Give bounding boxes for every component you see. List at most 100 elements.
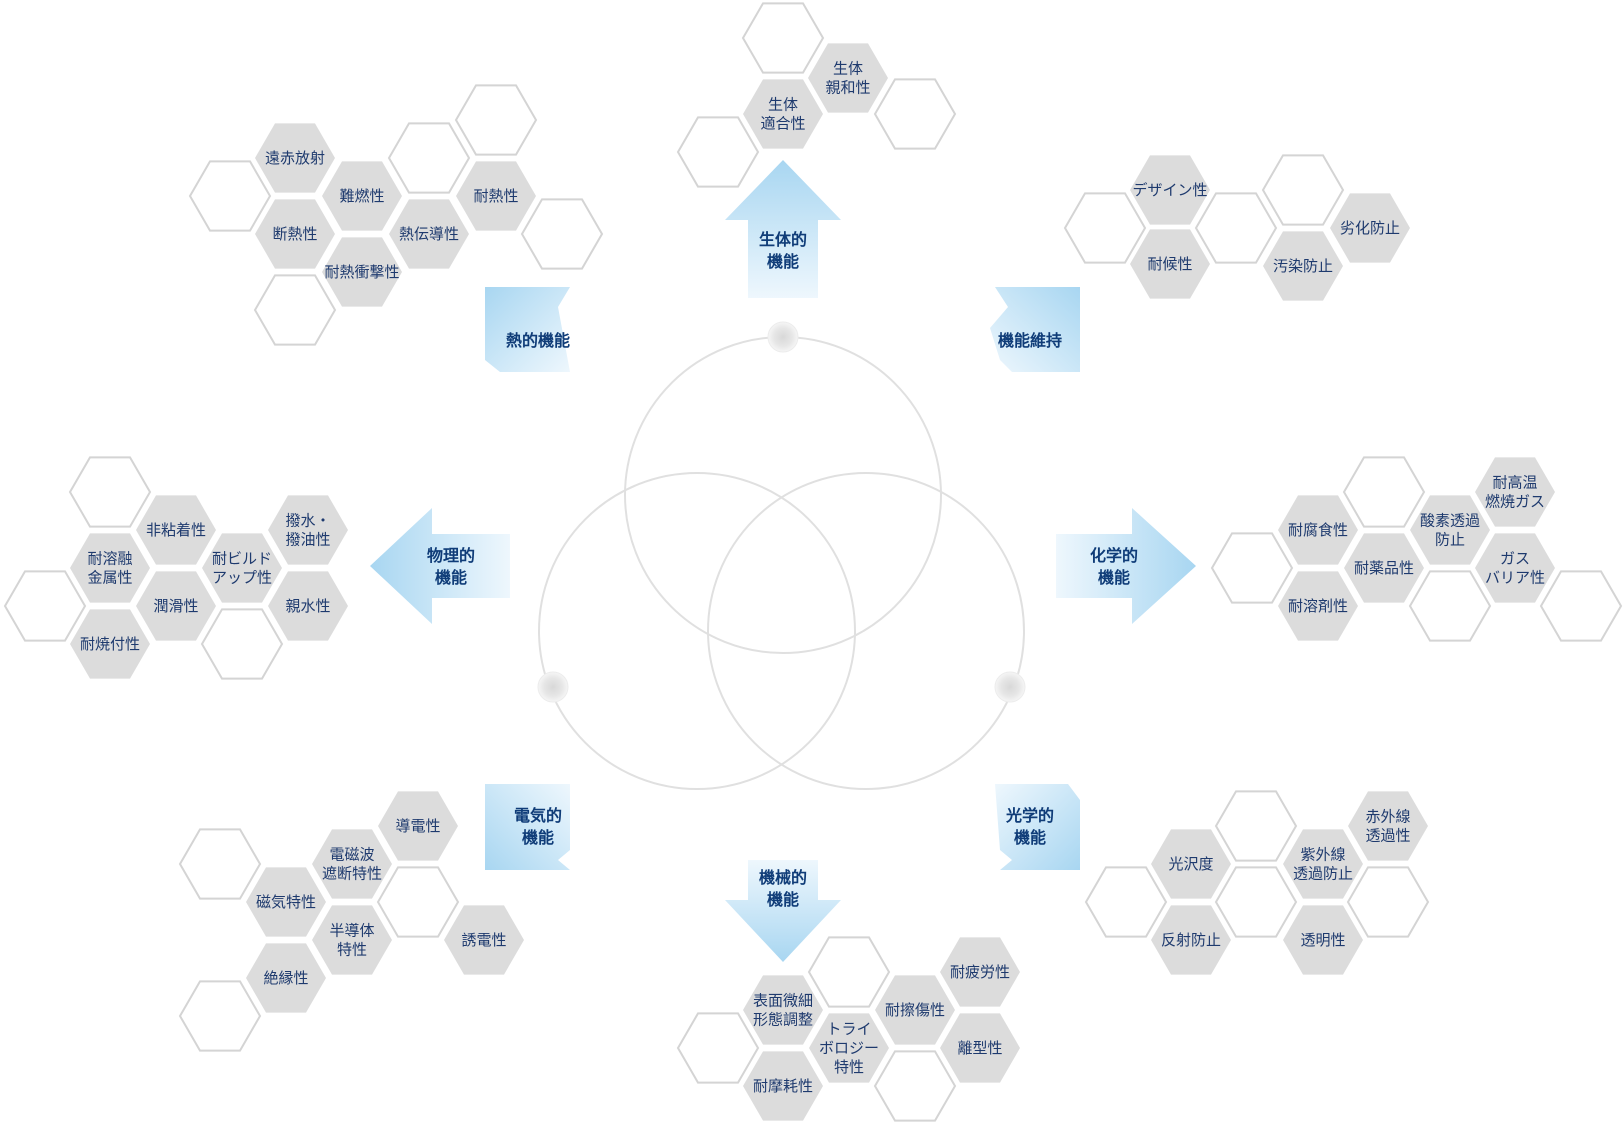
venn-circle-left [538, 472, 856, 790]
property-hexagon-th-6: 耐熱衝撃性 [322, 237, 402, 307]
hexagon-shape [322, 161, 402, 231]
hexagon-shape [268, 571, 348, 641]
property-label: 酸素透過 [1420, 512, 1480, 530]
property-label: 防止 [1435, 531, 1465, 549]
property-label: バリア性 [1485, 569, 1545, 587]
empty-hexagon [178, 828, 262, 900]
property-label: 光沢度 [1168, 855, 1213, 873]
hexagon-shape [1130, 155, 1210, 225]
hexagon-shape [1475, 457, 1555, 527]
property-label: 赤外線 [1365, 808, 1410, 826]
hexagon-shape [1151, 905, 1231, 975]
empty-hexagon [3, 570, 87, 642]
hexagon-clusters: 生体親和性生体適合性遠赤放射難燃性断熱性熱伝導性耐熱性耐熱衝撃性デザイン性耐候性… [3, 2, 1623, 1122]
empty-hexagon [1214, 790, 1298, 862]
hexagon-shape [1283, 905, 1363, 975]
category-label-thermal: 熱的機能 [506, 331, 570, 350]
property-label: 耐溶融 [87, 550, 132, 568]
venn-circles [537, 321, 1026, 790]
property-label: 撥油性 [285, 531, 330, 549]
property-label: 親水性 [285, 597, 330, 615]
empty-hexagon [873, 78, 957, 150]
hexagon-shape [1278, 571, 1358, 641]
arrow-ul-thermal [485, 287, 570, 372]
hexagon-shape [456, 161, 536, 231]
hexagon-shape [1410, 495, 1490, 565]
property-label: 耐候性 [1147, 255, 1192, 273]
hexagon-shape [743, 1051, 823, 1121]
empty-hexagon [1063, 192, 1147, 264]
hexagon-shape [1348, 791, 1428, 861]
property-hexagon-ch-3: 耐腐食性 [1278, 495, 1358, 565]
arrow-dr-optical [995, 784, 1080, 870]
property-label: 金属性 [87, 569, 132, 587]
hexagon-shape [1263, 231, 1343, 301]
property-label: 耐腐食性 [1288, 521, 1348, 539]
hexagon-shape [940, 937, 1020, 1007]
empty-hexagon [1084, 866, 1168, 938]
category-arrows [370, 160, 1196, 962]
property-label: 難燃性 [339, 187, 384, 205]
property-hexagon-mt-2: 耐候性 [1130, 229, 1210, 299]
empty-hexagon [807, 936, 891, 1008]
category-label-physical: 物理的 [427, 546, 475, 565]
category-label-physical: 機能 [435, 568, 467, 587]
hexagon-shape [1344, 533, 1424, 603]
empty-hexagon [253, 274, 337, 346]
hexagon-shape [875, 975, 955, 1045]
property-label: 耐溶剤性 [1288, 597, 1348, 615]
hexagon-shape [1283, 829, 1363, 899]
property-label: 特性 [834, 1058, 864, 1076]
hexagon-shape [322, 237, 402, 307]
property-label: 絶縁性 [263, 969, 308, 987]
property-label: 非粘着性 [146, 521, 206, 539]
empty-hexagon [178, 980, 262, 1052]
hexagon-shape [1278, 495, 1358, 565]
property-label: 特性 [337, 941, 367, 959]
property-hexagon-me-3: 耐擦傷性 [875, 975, 955, 1045]
arrow-left-physical [370, 508, 510, 624]
property-label: 劣化防止 [1340, 219, 1400, 237]
property-label: 透過防止 [1293, 865, 1353, 883]
empty-hexagon [1261, 154, 1345, 226]
property-hexagon-el-3: 磁気特性 [246, 867, 326, 937]
property-hexagon-el-1: 導電性 [378, 791, 458, 861]
property-label: 透過性 [1365, 827, 1410, 845]
hexagon-shape [70, 533, 150, 603]
empty-hexagon [1346, 866, 1430, 938]
property-label: 遠赤放射 [265, 149, 325, 167]
property-label: 生体 [833, 60, 863, 78]
property-label: 燃焼ガス [1485, 493, 1545, 511]
property-hexagon-th-2: 難燃性 [322, 161, 402, 231]
venn-knob-right [994, 671, 1026, 703]
property-hexagon-ph-6: 親水性 [268, 571, 348, 641]
property-label: 透明性 [1300, 931, 1345, 949]
property-hexagon-ch-6: 耐溶剤性 [1278, 571, 1358, 641]
property-label: トライ [826, 1020, 871, 1038]
property-label: 耐熱衝撃性 [324, 263, 399, 281]
hexagon-shape [202, 533, 282, 603]
property-label: 耐擦傷性 [885, 1001, 945, 1019]
category-label-bio: 生体的 [759, 230, 807, 249]
property-label: 耐高温 [1492, 474, 1537, 492]
category-label-bio: 機能 [767, 252, 799, 271]
property-label: 離型性 [957, 1039, 1002, 1057]
empty-hexagon [676, 1012, 760, 1084]
property-label: 耐熱性 [473, 187, 518, 205]
empty-hexagon [1194, 192, 1278, 264]
property-hexagon-ch-4: 耐薬品性 [1344, 533, 1424, 603]
hexagon-shape [743, 79, 823, 149]
property-hexagon-mt-4: 汚染防止 [1263, 231, 1343, 301]
category-label-electrical: 電気的 [514, 806, 562, 825]
property-label: 遮断特性 [322, 865, 382, 883]
hexagon-shape [312, 905, 392, 975]
hexagon-shape [255, 123, 335, 193]
property-label: 耐摩耗性 [753, 1077, 813, 1095]
